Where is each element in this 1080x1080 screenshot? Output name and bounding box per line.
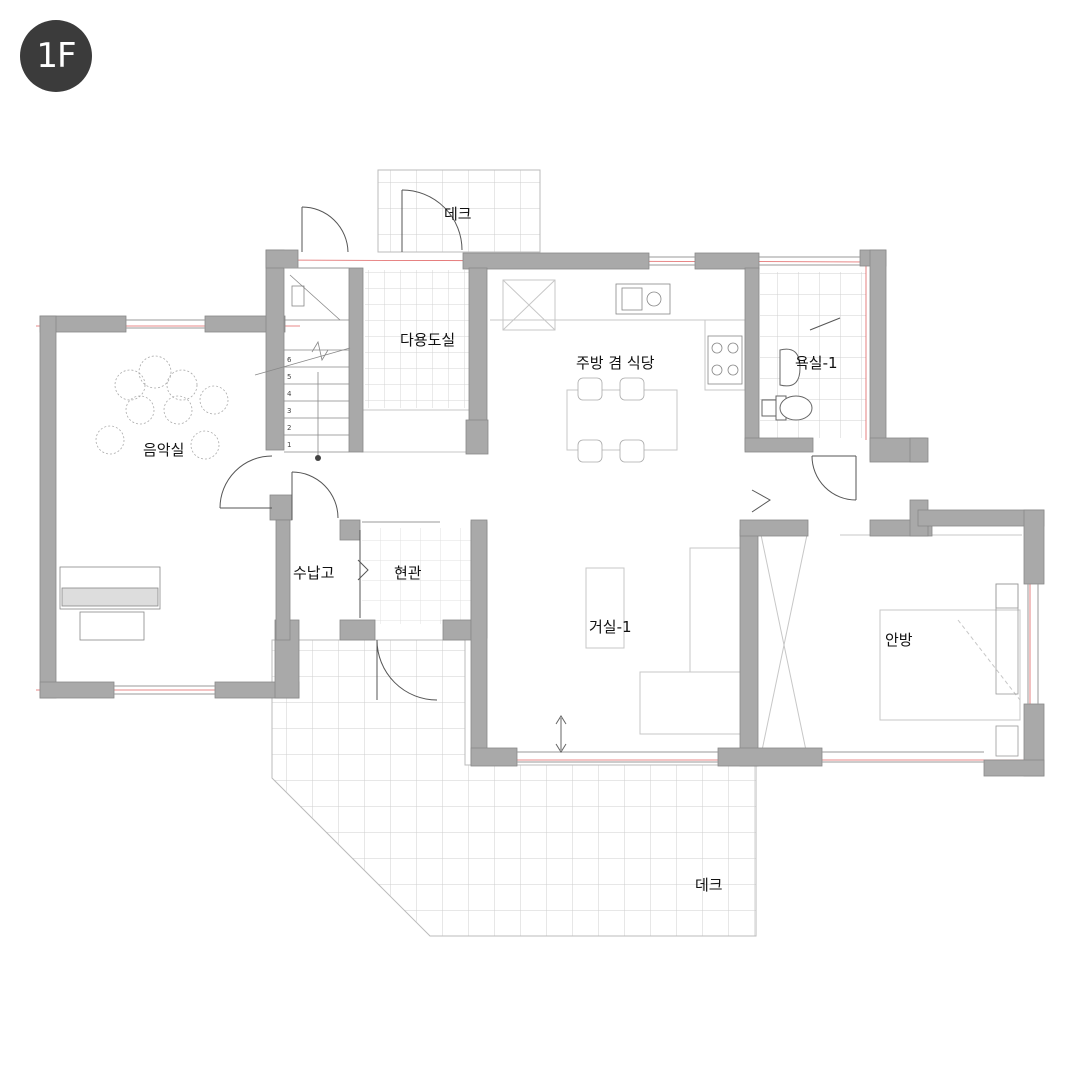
utility-floor-tiles xyxy=(365,270,473,408)
label-bath: 욕실-1 xyxy=(795,354,838,372)
dining-chairs xyxy=(577,377,645,463)
gas-range xyxy=(707,335,743,385)
label-storage: 수납고 xyxy=(293,564,334,582)
label-music: 음악실 xyxy=(143,441,184,459)
label-entrance: 현관 xyxy=(394,564,422,582)
entrance-floor xyxy=(362,528,474,624)
label-master: 안방 xyxy=(885,631,913,649)
staircase: 1 2 3 4 5 6 xyxy=(254,274,351,461)
label-deck-bottom: 데크 xyxy=(695,876,723,894)
piano xyxy=(59,566,161,641)
kitchen-sink xyxy=(615,283,671,315)
stair-step-2: 2 xyxy=(287,424,291,432)
label-utility: 다용도실 xyxy=(400,331,455,349)
stair-step-4: 4 xyxy=(287,390,292,398)
walls xyxy=(39,249,1045,777)
window-lines xyxy=(114,256,1039,763)
drum-kit xyxy=(95,355,229,460)
doors xyxy=(219,189,857,701)
floor-badge: 1F xyxy=(20,20,92,92)
deck-bottom-area xyxy=(271,639,757,937)
label-kitchen: 주방 겸 식당 xyxy=(576,354,655,372)
label-living: 거실-1 xyxy=(589,618,632,636)
stair-step-5: 5 xyxy=(287,373,291,381)
label-deck-top: 데크 xyxy=(444,205,472,223)
stair-step-6: 6 xyxy=(287,356,292,364)
stair-step-1: 1 xyxy=(287,441,291,449)
bath-fixtures xyxy=(761,348,813,421)
stair-step-3: 3 xyxy=(287,407,291,415)
bed xyxy=(995,583,1019,757)
deck-top-area xyxy=(377,169,541,253)
direction-arrow xyxy=(555,715,567,753)
